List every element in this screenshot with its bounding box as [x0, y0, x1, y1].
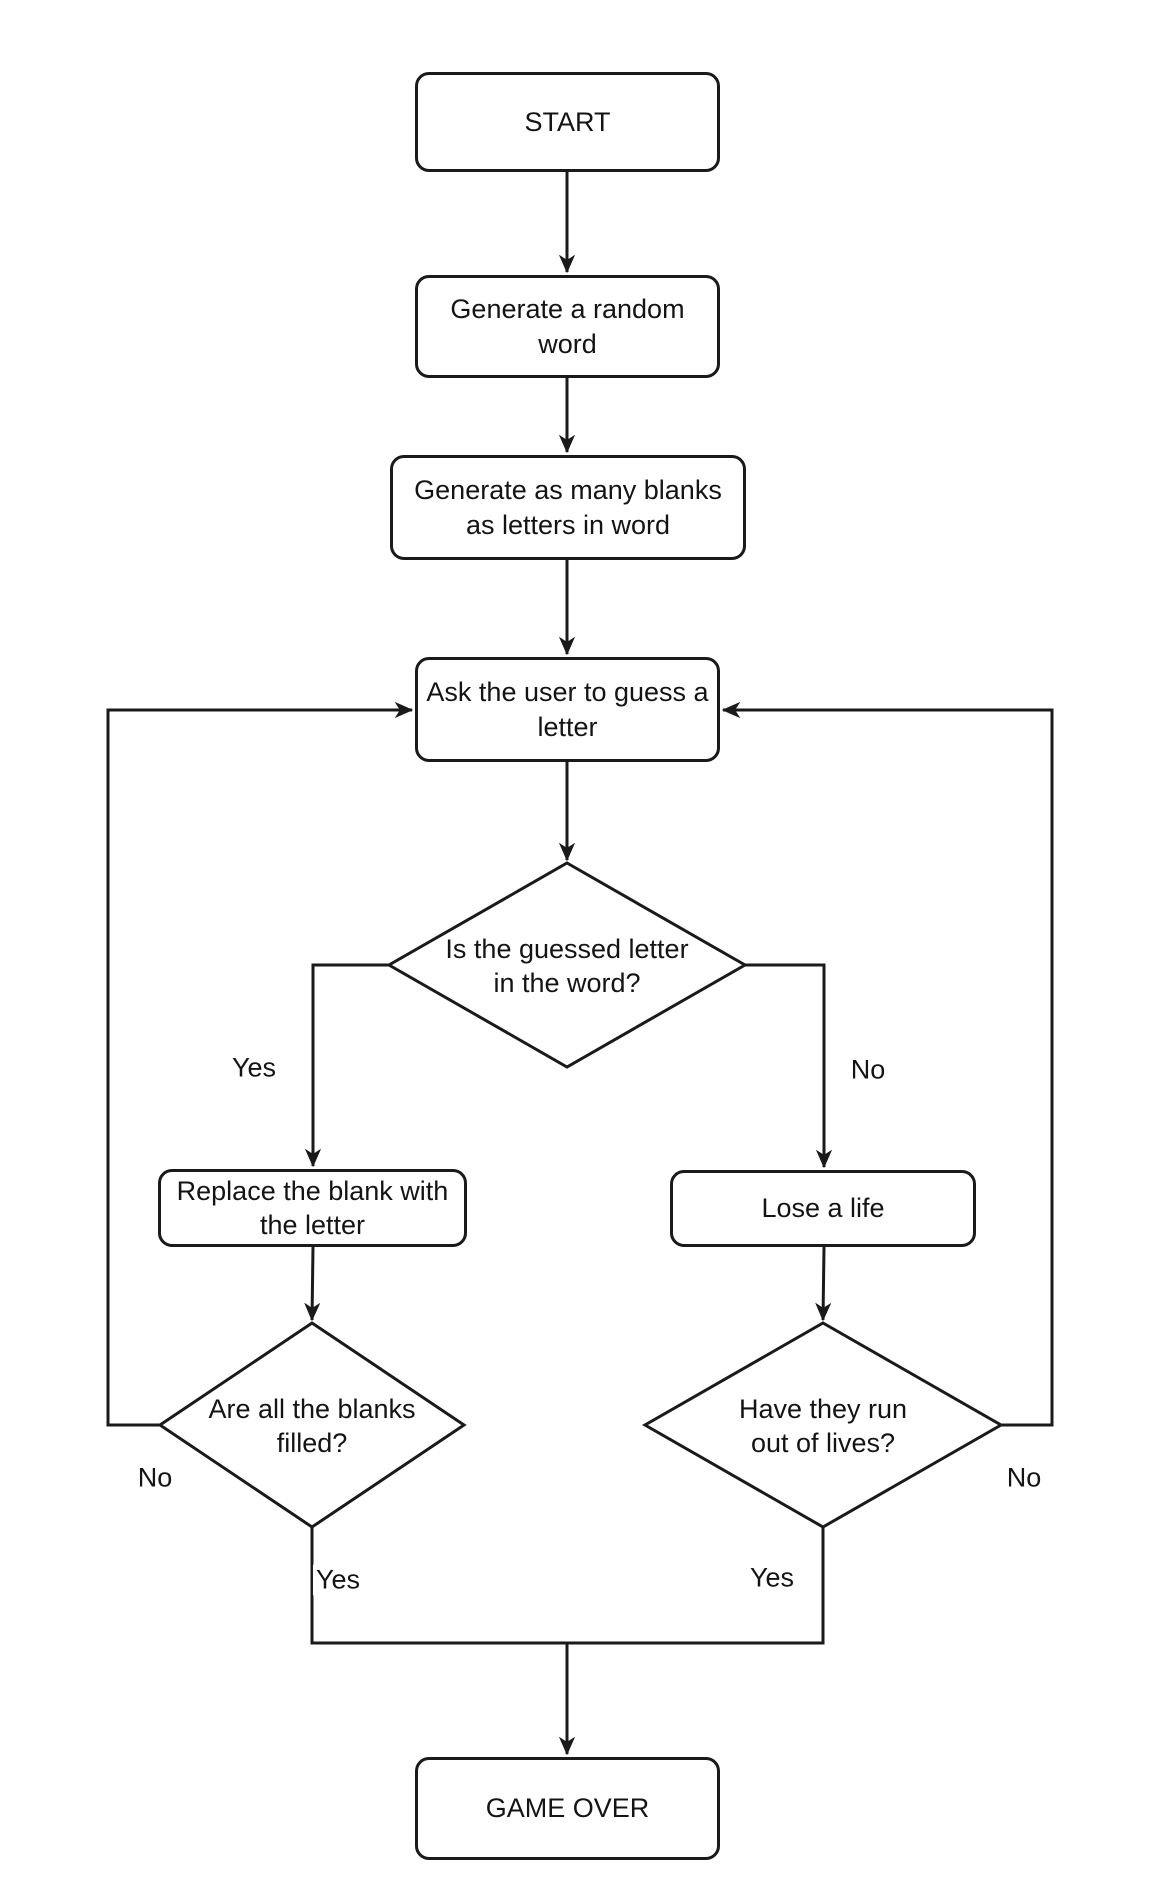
node-game-over: GAME OVER: [415, 1757, 720, 1860]
edge-lose-life-to-out-of-lives: [823, 1246, 824, 1320]
decision-blanks-filled-shape: [157, 1321, 467, 1529]
edge-label-yes-left: Yes: [228, 1052, 280, 1084]
edge-out-of-lives-no-loop: [723, 710, 1054, 1427]
node-ask-guess: Ask the user to guess a letter: [415, 657, 720, 762]
decision-out-of-lives-shape: [641, 1321, 1005, 1529]
node-generate-word: Generate a random word: [415, 275, 720, 378]
edge-blanks-filled-no-loop: [106, 710, 412, 1427]
edge-label-no-right: No: [847, 1054, 889, 1086]
node-generate-blanks: Generate as many blanks as letters in wo…: [390, 455, 746, 560]
decision-letter-in-word-label: Is the guessed letter in the word?: [445, 933, 689, 998]
decision-out-of-lives-label: Have they run out of lives?: [738, 1393, 908, 1458]
edge-label-yes-bottom-right: Yes: [746, 1562, 798, 1594]
edge-decision-no-to-lose-life: [745, 963, 824, 1167]
edge-label-no-loop-left: No: [134, 1462, 176, 1494]
edge-label-yes-bottom-left: Yes: [312, 1564, 364, 1596]
edge-label-no-loop-right: No: [1003, 1462, 1045, 1494]
node-replace-blank: Replace the blank with the letter: [158, 1169, 467, 1247]
node-lose-life: Lose a life: [670, 1170, 976, 1247]
decision-letter-in-word-shape: [385, 861, 749, 1069]
node-start: START: [415, 72, 720, 172]
edge-replace-blank-to-blanks-filled: [312, 1246, 313, 1320]
edge-decision-yes-to-replace-blank: [313, 963, 389, 1166]
decision-blanks-filled-label: Are all the blanks filled?: [208, 1393, 416, 1458]
